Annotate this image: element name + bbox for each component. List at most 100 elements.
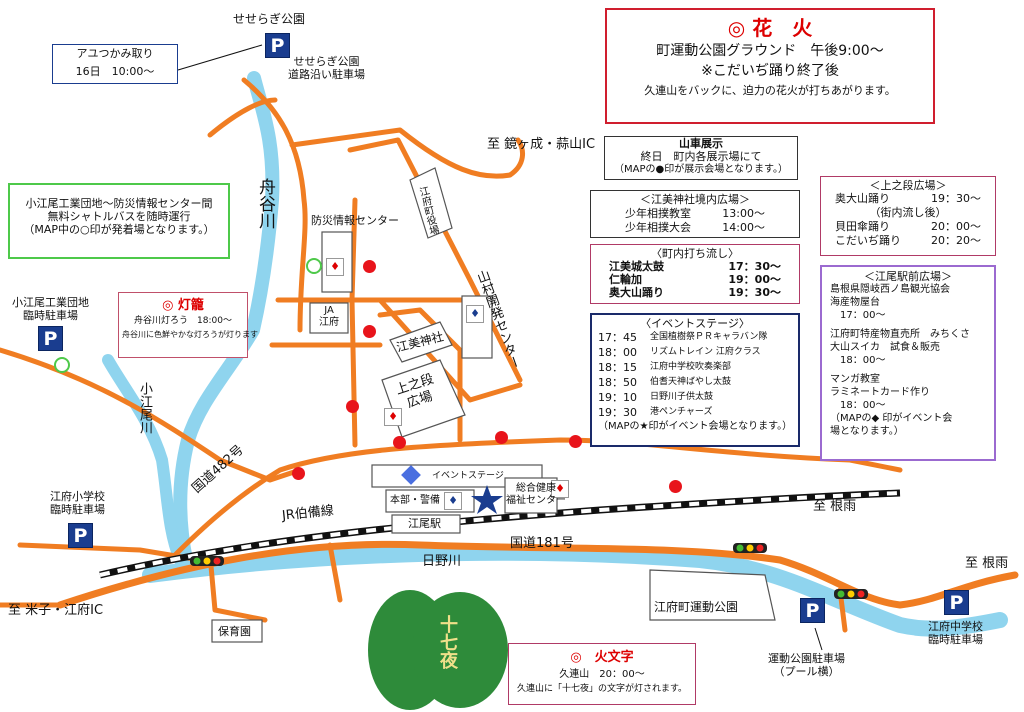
hinogawa-label: 日野川	[422, 554, 462, 569]
red-dot-icon	[495, 431, 508, 444]
red-dot-icon	[363, 325, 376, 338]
koebi-river	[102, 354, 186, 566]
toro-line1: 舟谷川灯ろう 18:00〜	[134, 316, 232, 326]
station-line: （MAPの◆ 印がイベント会	[830, 413, 953, 424]
ebi-row0-name: 少年相撲教室	[625, 207, 691, 220]
station-box: ＜江尾駅前広場＞ 島根県隠岐西ノ島観光協会海産物屋台 17：00〜江府町特産物直…	[820, 265, 996, 461]
ebi-row0-time: 13:00〜	[722, 207, 765, 220]
stage-note: （MAPの★印がイベント会場となります。）	[598, 421, 793, 432]
machiuchi-row0-time: 17：30〜	[728, 260, 781, 273]
ebi-shrine-building	[389, 321, 453, 363]
restroom-icon: ♦	[466, 305, 484, 323]
mountain-label: 十七夜	[437, 615, 458, 669]
stage-row: 19：10 日野川子供太鼓	[598, 390, 792, 405]
shuttle-line1: 小江尾工業団地〜防災情報センター間	[25, 197, 213, 210]
fireworks-line2: ※こだいぢ踊り終了後	[701, 63, 839, 79]
stage-row: 18：50 伯耆天神ばやし太鼓	[598, 375, 792, 390]
ebi-row1-name: 少年相撲大会	[625, 221, 691, 234]
road-hoikuen	[207, 552, 268, 623]
town-office-building	[409, 167, 453, 239]
red-dot-icon	[669, 480, 682, 493]
stage-row-act: 伯耆天神ばやし太鼓	[650, 377, 732, 387]
school-parking-label: 江府小学校 臨時駐車場	[50, 490, 105, 516]
machiuchi-row2-name: 奥大山踊り	[609, 286, 664, 299]
restroom-icon: ♦	[384, 408, 402, 426]
road-koebi-link	[0, 347, 303, 483]
ayu-box: アユつかみ取り 16日 10:00〜	[52, 44, 178, 84]
uenodan-row0-name: 奥大山踊り	[835, 192, 890, 205]
himonji-box: ◎ 火文字 久連山 20：00〜 久連山に「十七夜」の文字が灯されます。	[508, 643, 696, 705]
fireworks-title: ◎ 花 火	[727, 16, 813, 40]
shuttle-line2: 無料シャトルバスを随時運行	[47, 210, 191, 223]
road-south-center	[327, 542, 343, 603]
green-ring-icon	[54, 357, 70, 373]
ebi-title: ＜江美神社境内広場＞	[640, 193, 750, 206]
restroom-icon: ♦	[551, 480, 569, 498]
stage-title: 〈イベントステージ〉	[640, 317, 750, 330]
uenodan-row2-time: 20：00〜	[931, 220, 981, 233]
parking-icon[interactable]: P	[38, 326, 63, 351]
red-dot-icon	[292, 467, 305, 480]
parking-icon[interactable]: P	[68, 523, 93, 548]
machiuchi-title: 〈町内打ち流し〉	[651, 247, 739, 260]
stage-row-act: 港ペンチャーズ	[650, 407, 713, 417]
station-line: 18：00〜	[830, 355, 886, 366]
traffic-light-icon	[834, 589, 868, 599]
ebi-row1-time: 14:00〜	[722, 221, 765, 234]
road-funatani-west	[207, 97, 278, 138]
restroom-icon: ♦	[444, 492, 462, 510]
toro-title: ◎ 灯籠	[162, 298, 204, 313]
parking-icon[interactable]: P	[944, 590, 969, 615]
ja-building	[309, 302, 349, 334]
parking-icon[interactable]: P	[265, 33, 290, 58]
machiuchi-row2-time: 19：30〜	[728, 286, 781, 299]
green-ring-icon	[306, 258, 322, 274]
stage-row-time: 19：10	[598, 391, 637, 404]
koebi-river-label: 小江尾川	[137, 382, 152, 434]
station-line: 大山スイカ 試食＆販売	[830, 342, 940, 353]
ayu-line1: アユつかみ取り	[76, 47, 154, 60]
fireworks-line1: 町運動公園グラウンド 午後9:00〜	[656, 43, 884, 59]
route181-label: 国道181号	[510, 536, 574, 551]
junior-parking-label: 江府中学校 臨時駐車場	[928, 620, 983, 646]
station-line: 海産物屋台	[830, 297, 880, 308]
ayu-line2: 16日 10:00〜	[75, 65, 155, 78]
shuttle-box: 小江尾工業団地〜防災情報センター間 無料シャトルバスを随時運行 （MAP中の○印…	[8, 183, 230, 259]
hino-river	[142, 544, 1008, 637]
ja-label: JA 江府	[319, 305, 339, 328]
station-line: 江府町特産物直売所 みちくさ	[830, 329, 970, 340]
road-north	[241, 77, 308, 333]
stage-row-act: 全国植樹祭ＰＲキャラバン隊	[650, 332, 768, 342]
jr-line	[99, 489, 901, 579]
red-dot-icon	[346, 400, 359, 413]
road-center-v	[349, 197, 358, 448]
kagami-label: 至 鏡ヶ成・蒜山IC	[487, 137, 596, 152]
road-482	[167, 437, 903, 563]
station-line: 場となります。）	[830, 426, 904, 437]
event-stage-label: イベントステージ	[432, 471, 504, 481]
station-line: 島根県隠岐西ノ島観光協会	[830, 284, 950, 295]
exhibit-star-icon	[471, 485, 503, 514]
machiuchi-row1-time: 19：00〜	[728, 273, 781, 286]
himonji-line2: 久連山に「十七夜」の文字が灯されます。	[516, 684, 688, 694]
uenodan-row3-time: 20：20〜	[931, 234, 981, 247]
stage-row-time: 18：50	[598, 376, 637, 389]
parking-icon[interactable]: P	[800, 598, 825, 623]
station-line: 18：00〜	[830, 400, 886, 411]
stage-row-time: 18：15	[598, 361, 637, 374]
stage-row-act: 日野川子供太鼓	[650, 392, 714, 402]
station-title: ＜江尾駅前広場＞	[864, 270, 952, 283]
road-181	[56, 540, 1019, 609]
bousai-label: 防災情報センター	[311, 214, 399, 227]
fireworks-box: ◎ 花 火 町運動公園グラウンド 午後9:00〜 ※こだいぢ踊り終了後 久連山を…	[605, 8, 935, 124]
uenodan-row1-time: （街内流し後）	[869, 206, 947, 219]
hoikuen-building	[211, 619, 263, 643]
himonji-line1: 久連山 20：00〜	[559, 669, 645, 680]
seseragi-parking-label: せせらぎ公園 道路沿い駐車場	[288, 55, 365, 81]
hoikuen-label: 保育園	[218, 625, 251, 638]
red-dot-icon	[569, 435, 582, 448]
